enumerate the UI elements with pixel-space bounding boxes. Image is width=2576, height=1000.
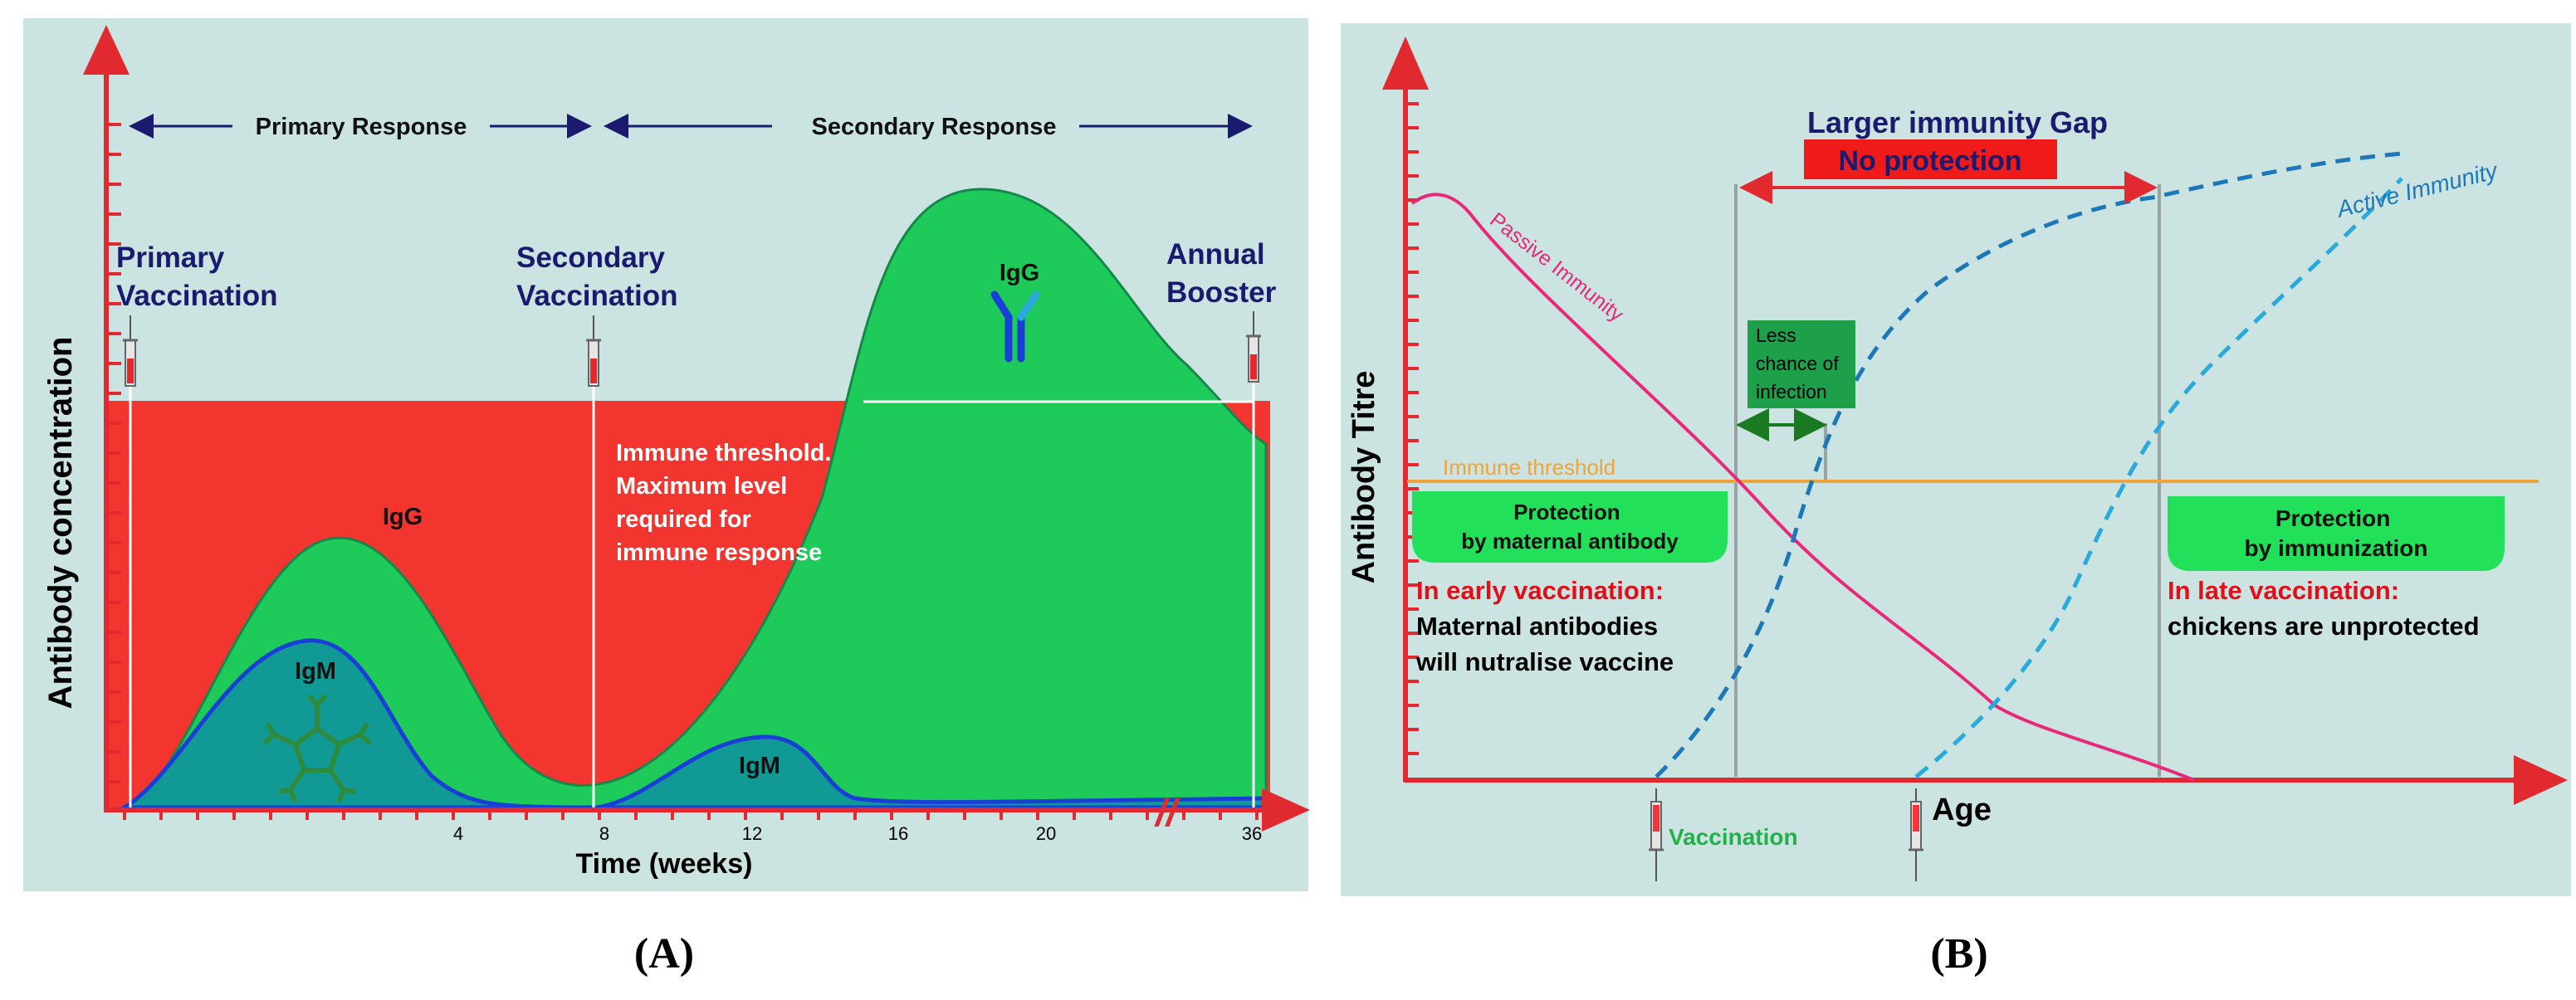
y-axis-ticks [106,123,121,783]
axis-break-mark: // [1154,791,1180,834]
y-axis-title: Antibody Titre [1347,371,1381,584]
igm-primary-label: IgM [295,658,336,685]
x-axis-ticks [123,810,1259,820]
primary-response-label: Primary Response [256,114,467,140]
panel-a-diagram: // 4 8 12 16 20 36 Time (weeks) Antibody… [23,18,1310,891]
igm-secondary-label: IgM [739,753,780,779]
no-protection-label: No protection [1839,145,2022,177]
x-axis-arrow [2514,755,2568,805]
x-tick-36: 36 [1242,823,1262,844]
late-vaccination-heading: In late vaccination: [2168,576,2399,605]
syringe-icon [586,315,601,387]
antibody-icon [990,290,1040,363]
igm-secondary-curve [597,734,1268,810]
x-tick-4: 4 [453,823,463,844]
y-axis-arrow [83,25,130,75]
primary-vaccination-label: Primary Vaccination [116,241,278,312]
syringe-icon [1649,788,1664,881]
x-axis-arrow [1262,788,1310,832]
early-vaccination-text: Maternal antibodies will nutralise vacci… [1415,612,1674,676]
x-axis-title: Age [1932,793,1992,827]
x-tick-12: 12 [742,823,762,844]
less-chance-label: Less chance of infection [1756,324,1844,402]
x-tick-16: 16 [888,823,908,844]
active-immunity-curve-late [1914,177,2403,778]
annual-booster-label: Annual Booster [1166,238,1277,309]
immune-threshold-text: Immune threshold. Maximum level required… [616,440,838,566]
early-vaccination-heading: In early vaccination: [1416,576,1664,605]
syringe-icon [123,315,138,387]
panel-a-label: (A) [633,930,695,978]
protection-immunization-box [2168,496,2505,571]
immunity-gap-title: Larger immunity Gap [1807,105,2108,139]
panel-b-label: (B) [1930,930,1988,978]
y-axis-title: Antibody concentration [42,337,79,710]
active-immunity-curve-early [1655,151,2402,778]
late-vaccination-text: chickens are unprotected [2168,612,2480,641]
no-protection-box [1804,139,2057,179]
secondary-vaccination-label: Secondary Vaccination [516,241,678,312]
igg-secondary-label: IgG [1000,260,1039,286]
protection-maternal-box [1412,491,1728,563]
protection-immunization-label: Protection by immunization [2245,505,2428,561]
secondary-response-label: Secondary Response [812,114,1057,140]
y-axis-arrow [1382,37,1429,90]
igm-pentamer-icon [262,694,373,803]
syringe-icon [1909,788,1923,881]
igg-response-curve [124,188,1268,809]
x-tick-8: 8 [599,823,609,844]
less-chance-box [1747,320,1855,408]
protection-maternal-label: Protection by maternal antibody [1461,500,1679,554]
x-tick-20: 20 [1036,823,1056,844]
igm-primary-curve [117,638,632,810]
x-axis-title: Time (weeks) [576,848,753,880]
syringe-icon [1246,311,1261,383]
vaccination-label: Vaccination [1669,824,1798,850]
passive-immunity-curve [1410,193,2195,782]
igg-primary-label: IgG [383,504,423,530]
panel-b-diagram: Antibody Titre Age Immune threshold Pass… [1341,23,2571,896]
immune-threshold-label: Immune threshold [1443,455,1615,480]
